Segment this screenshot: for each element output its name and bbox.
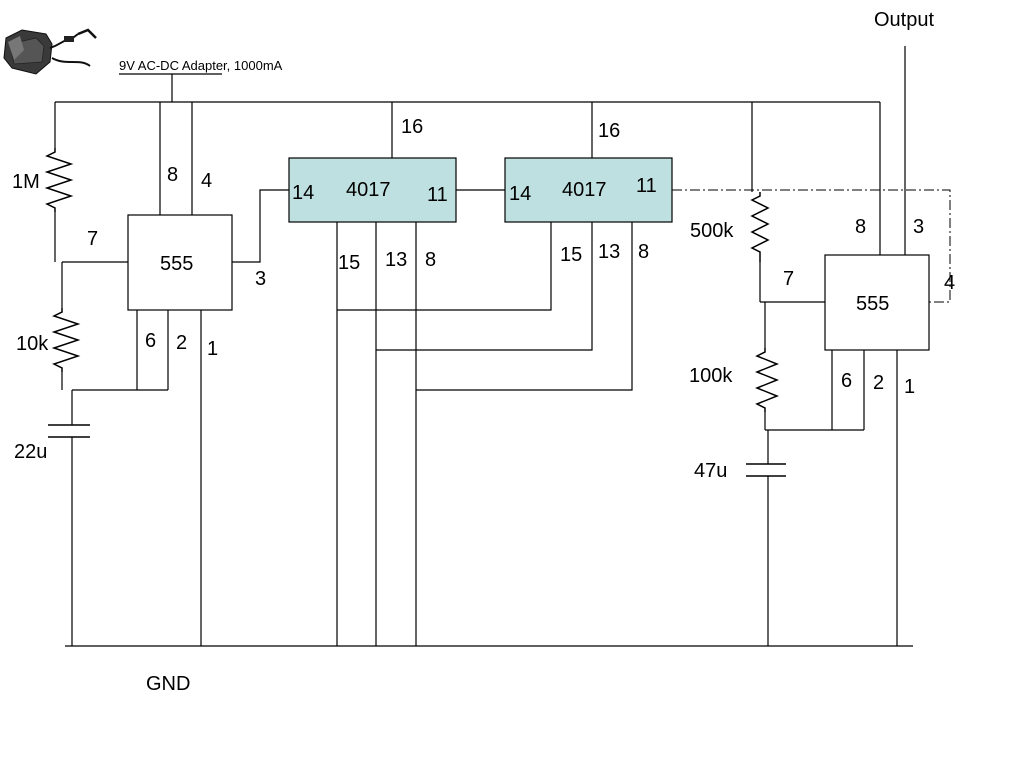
right-555-pin2-label: 2 <box>873 372 884 394</box>
left-555-pin1-label: 1 <box>207 338 218 360</box>
left-555-pin6-label: 6 <box>145 330 156 352</box>
left-555-name: 555 <box>160 253 193 275</box>
left-555-pin3-label: 3 <box>255 268 266 290</box>
right-555-pin3-label: 3 <box>913 216 924 238</box>
wire-4017b-pin11-to-reset <box>672 189 951 303</box>
counter-4017-a-name: 4017 <box>346 179 391 201</box>
capacitor-22u-label: 22u <box>14 441 47 463</box>
wire-clock-to-4017a <box>232 189 289 263</box>
counter-4017-a-pin14-label: 14 <box>292 182 314 204</box>
left-555-pin2-label: 2 <box>176 332 187 354</box>
right-555-pin6-label: 6 <box>841 370 852 392</box>
resistor-10k-label: 10k <box>16 333 49 355</box>
counter-4017-b-pin14-label: 14 <box>509 183 531 205</box>
right-555-pin1-label: 1 <box>904 376 915 398</box>
counter-4017-b-pin13-label: 13 <box>598 241 620 263</box>
gnd-label: GND <box>146 673 190 695</box>
wire-4017b-pin13 <box>376 222 593 351</box>
right-555-pin8-label: 8 <box>855 216 866 238</box>
counter-4017-a-pin15-label: 15 <box>338 252 360 274</box>
counter-4017-b-name: 4017 <box>562 179 607 201</box>
wall-adapter-icon <box>3 28 97 75</box>
capacitor-47u-label: 47u <box>694 460 727 482</box>
resistor-500k-label: 500k <box>690 220 734 242</box>
capacitor-22u <box>48 424 90 438</box>
resistor-1m-label: 1M <box>12 171 40 193</box>
counter-4017-b <box>504 157 673 223</box>
counter-4017-a-pin11-label: 11 <box>427 184 448 206</box>
output-label: Output <box>874 9 934 31</box>
counter-4017-b-pin16-label: 16 <box>598 120 620 142</box>
wire-4017b-pin8 <box>416 222 633 391</box>
left-555-pin4-label: 4 <box>201 170 212 192</box>
resistor-1m <box>44 148 74 212</box>
right-555-chip <box>824 254 930 351</box>
left-555-pin8-label: 8 <box>167 164 178 186</box>
left-555-chip <box>127 214 233 311</box>
right-555-name: 555 <box>856 293 889 315</box>
capacitor-47u <box>746 463 786 477</box>
counter-4017-b-pin8-label: 8 <box>638 241 649 263</box>
adapter-label: 9V AC-DC Adapter, 1000mA <box>119 58 283 73</box>
right-555-pin7-label: 7 <box>783 268 794 290</box>
wire-4017b-pin15 <box>337 222 552 311</box>
resistor-10k <box>51 308 81 372</box>
counter-4017-a-pin16-label: 16 <box>401 116 423 138</box>
counter-4017-a-pin8-label: 8 <box>425 249 436 271</box>
counter-4017-a-pin13-label: 13 <box>385 249 407 271</box>
counter-4017-a <box>288 157 457 223</box>
counter-4017-b-pin11-label: 11 <box>636 175 657 197</box>
right-555-pin4-label: 4 <box>944 272 955 294</box>
counter-4017-b-pin15-label: 15 <box>560 244 582 266</box>
resistor-100k <box>754 348 780 412</box>
left-555-pin7-label: 7 <box>87 228 98 250</box>
resistor-500k <box>750 192 770 262</box>
resistor-100k-label: 100k <box>689 365 733 387</box>
